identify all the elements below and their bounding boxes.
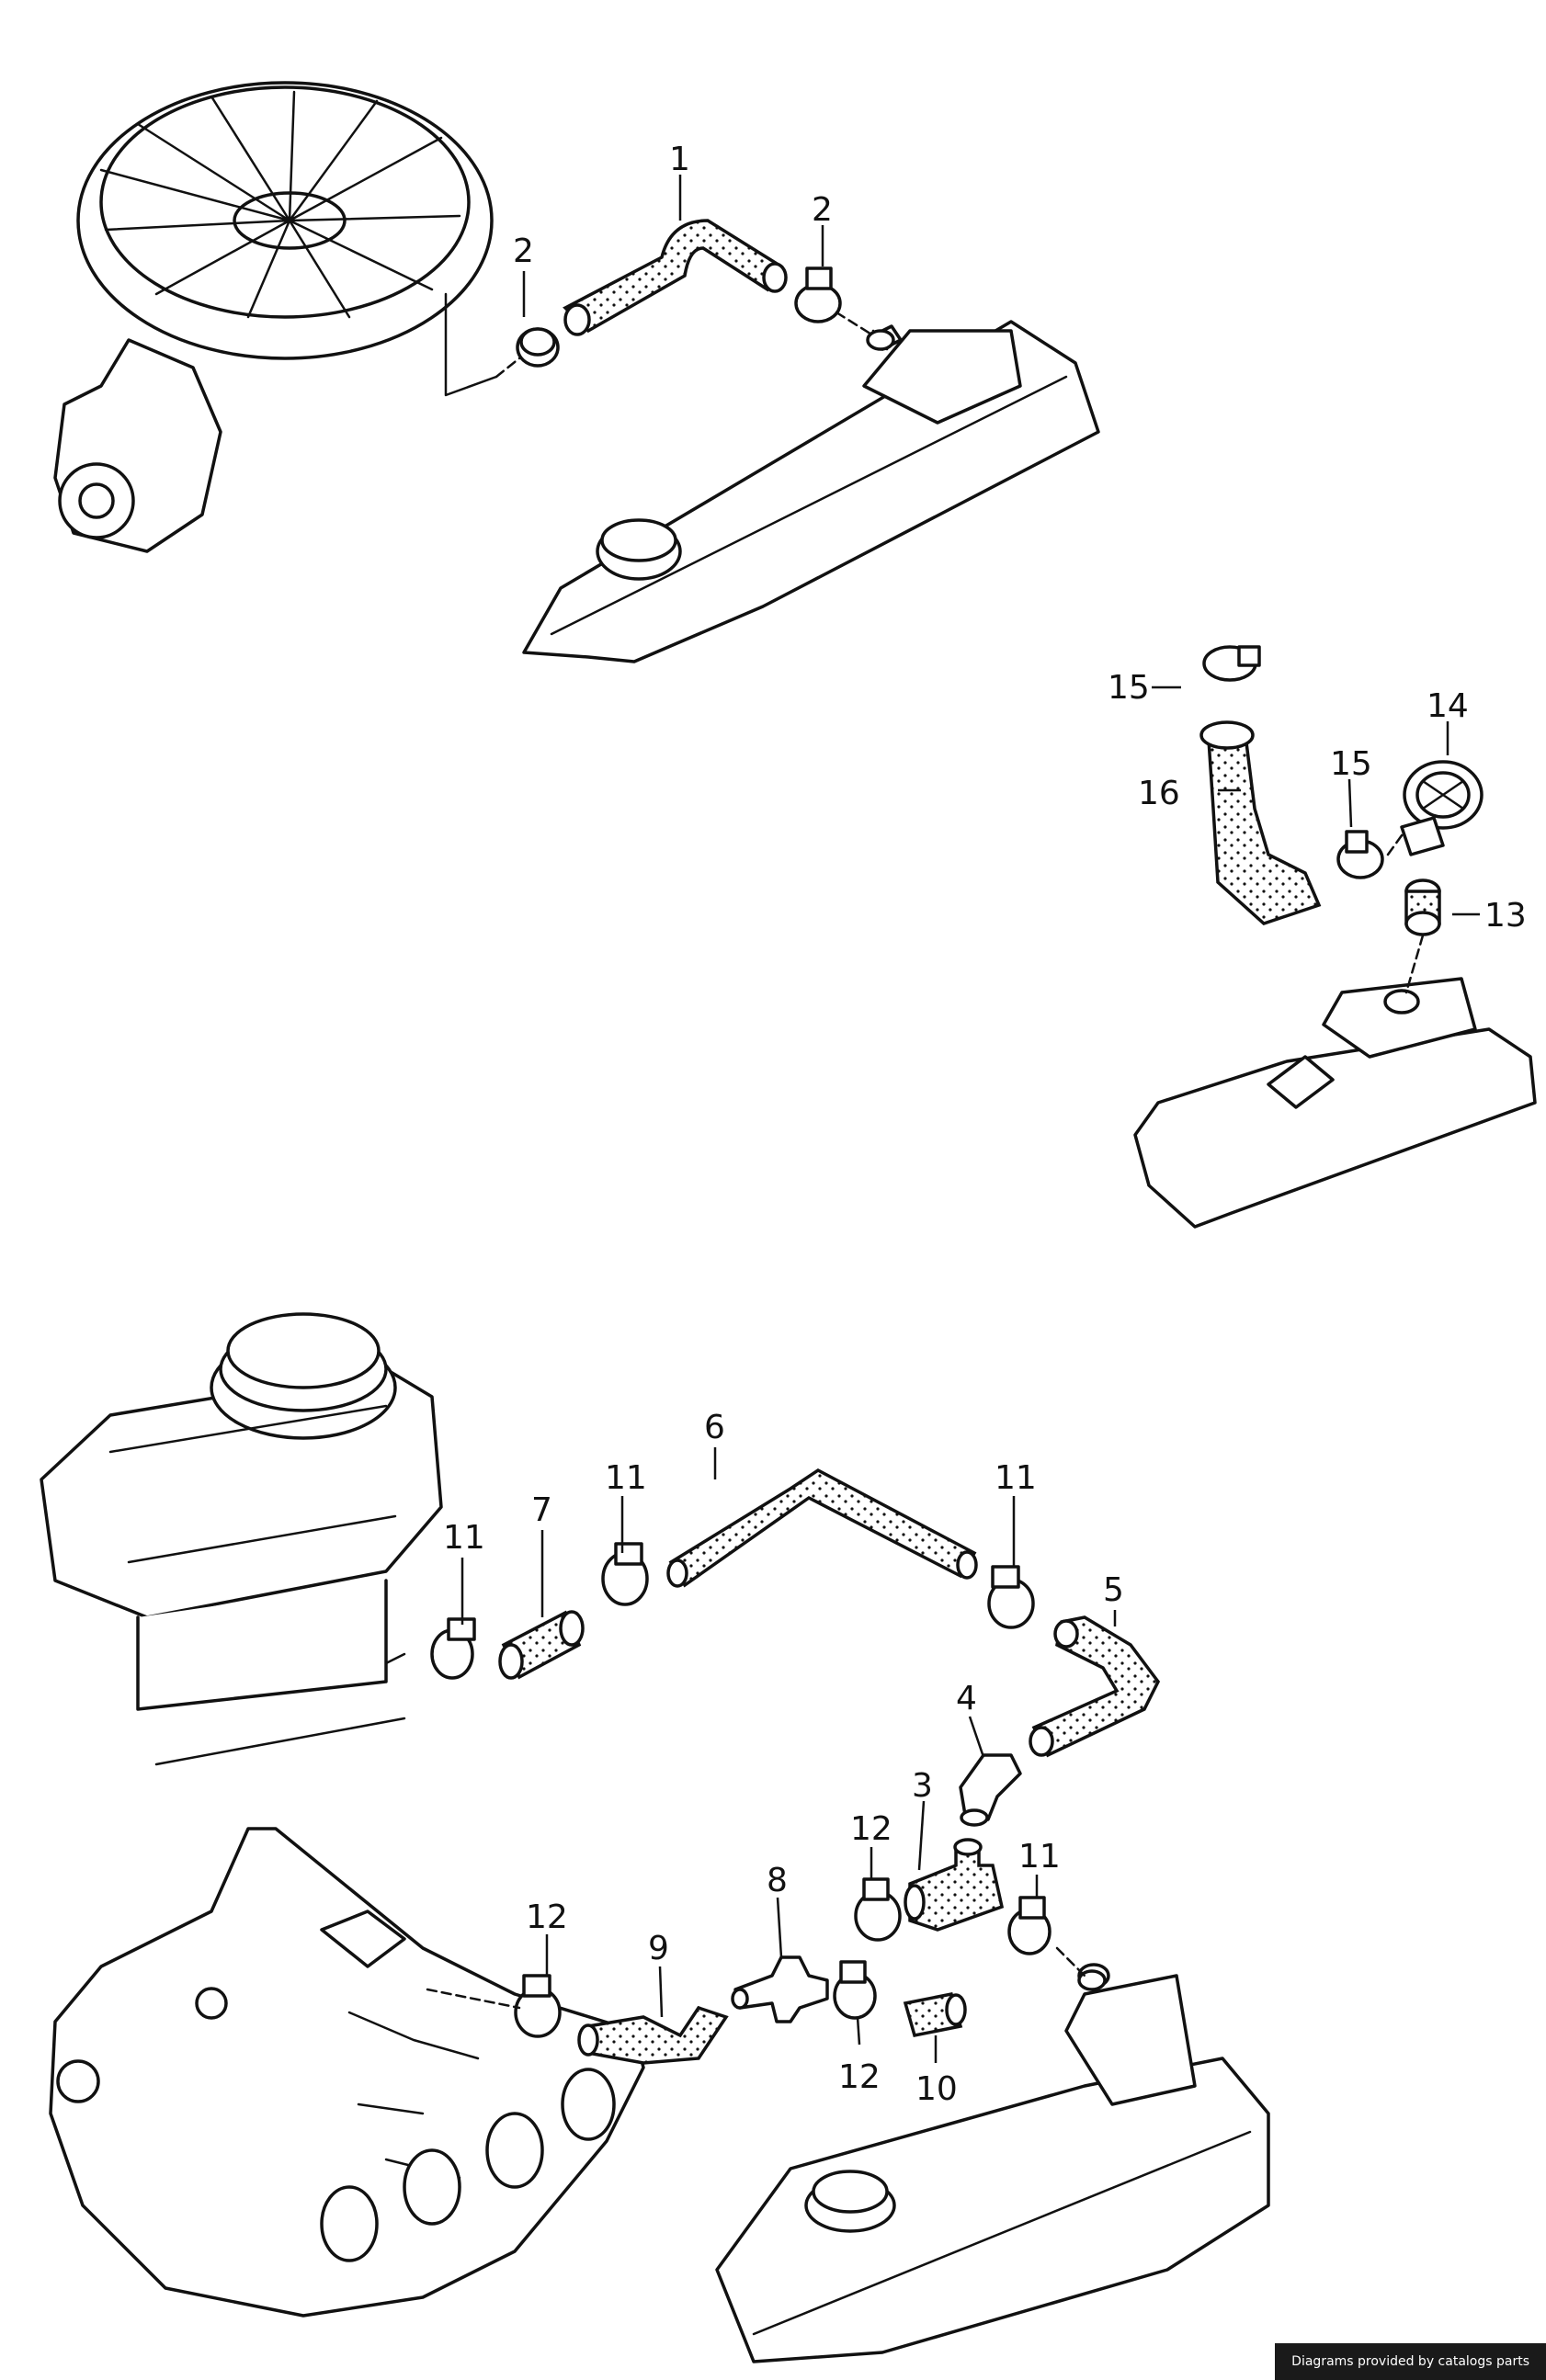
hose-clamp-2a	[516, 327, 560, 368]
callout-16: 16	[1138, 775, 1180, 812]
callout-2b: 2	[812, 191, 833, 229]
hose-clamp-11a	[430, 1617, 476, 1680]
connecting-hose-10	[903, 1991, 967, 2038]
leaders-top	[494, 175, 875, 379]
hose-clamp-12b	[514, 1974, 562, 2038]
valve-cover-detail	[1133, 977, 1537, 1229]
hose-clamp-15b	[1336, 830, 1384, 879]
air-filter-housing	[53, 81, 498, 553]
callout-15a: 15	[1108, 669, 1150, 707]
elbow-pipe-4	[959, 1753, 1022, 1827]
breather-hose-5	[1029, 1615, 1161, 1758]
credit-banner: Diagrams provided by catalogs parts	[1275, 2343, 1546, 2380]
callout-11d: 11	[1018, 1838, 1061, 1876]
callout-7: 7	[531, 1491, 552, 1529]
breather-hose-1	[563, 219, 788, 336]
t-piece-3	[904, 1838, 1005, 1932]
callout-12a: 12	[850, 1810, 892, 1848]
connecting-hose-13	[1404, 878, 1441, 936]
intake-manifold	[49, 1827, 645, 2318]
callout-5: 5	[1103, 1571, 1124, 1609]
callout-12c: 12	[838, 2058, 881, 2096]
valve-cover-top	[522, 320, 1100, 663]
callout-8: 8	[767, 1862, 788, 1899]
pressure-valve-14	[1400, 760, 1483, 856]
callout-11a: 11	[605, 1459, 647, 1497]
hose-clamp-12a	[854, 1877, 902, 1942]
breather-hose-6	[666, 1468, 978, 1588]
cover-nipple-bottom	[1077, 1969, 1107, 1991]
hose-clamp-12c	[833, 1960, 877, 2020]
callout-13: 13	[1484, 897, 1527, 935]
throttle-housing	[40, 1312, 443, 1766]
callout-11b: 11	[443, 1519, 485, 1557]
callout-labels: 1 2 2 15 14 15 16 13 6 11 11 7 11 5 4 3 …	[443, 141, 1527, 2108]
hose-clamp-11d	[1007, 1896, 1052, 1955]
hose-clamp-11b	[601, 1542, 649, 1606]
valve-cover-bottom	[715, 1963, 1270, 2363]
callout-11c: 11	[995, 1459, 1037, 1497]
callout-10: 10	[915, 2070, 958, 2108]
leaders-bottom	[426, 1447, 1117, 2063]
connector-8	[731, 1955, 829, 2023]
callout-9: 9	[648, 1930, 669, 1967]
callout-1: 1	[669, 141, 690, 178]
callout-14: 14	[1427, 687, 1469, 725]
breather-hose-16	[1199, 720, 1322, 925]
callout-15b: 15	[1330, 745, 1372, 783]
pipe-end-left	[384, 1652, 406, 1665]
breather-hose-9	[577, 2005, 729, 2065]
callout-6: 6	[704, 1409, 725, 1446]
connecting-hose-7	[498, 1610, 585, 1680]
cover-nipple-top	[866, 329, 895, 351]
callout-3: 3	[912, 1767, 933, 1805]
callout-2a: 2	[513, 232, 534, 270]
callout-12b: 12	[526, 1898, 568, 1936]
hose-clamp-15a	[1202, 645, 1261, 682]
hose-clamp-11c	[987, 1565, 1035, 1629]
leaders-middle	[1152, 686, 1480, 994]
callout-4: 4	[956, 1680, 977, 1717]
hose-clamp-2b	[794, 266, 842, 323]
